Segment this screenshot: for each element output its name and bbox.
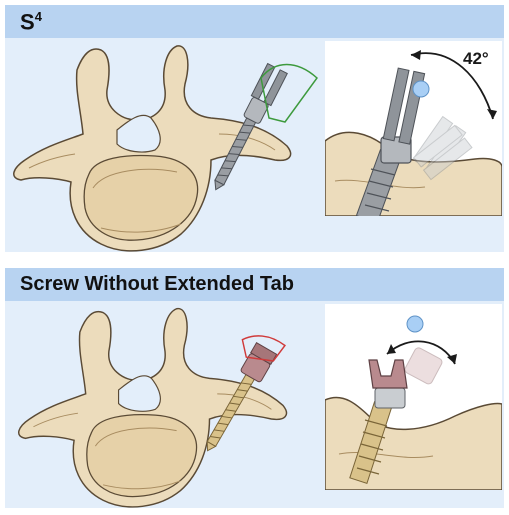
panel-s4: S4 — [5, 5, 504, 252]
panel-title: S4 — [20, 9, 42, 35]
title-superscript: 4 — [35, 9, 42, 24]
panel-title: Screw Without Extended Tab — [20, 273, 294, 296]
rotation-dot — [413, 81, 429, 97]
panel-header: S4 — [5, 5, 504, 38]
rotation-dot — [407, 316, 423, 332]
panel-header: Screw Without Extended Tab — [5, 268, 504, 301]
panel-screw-without-extended-tab: Screw Without Extended Tab — [5, 268, 504, 508]
vertebra-illustration — [5, 301, 325, 508]
detail-inset-angulation: 42° — [325, 41, 502, 216]
angle-label: 42° — [463, 49, 489, 69]
vertebra-illustration — [5, 38, 325, 252]
detail-inset-angulation — [325, 304, 502, 490]
